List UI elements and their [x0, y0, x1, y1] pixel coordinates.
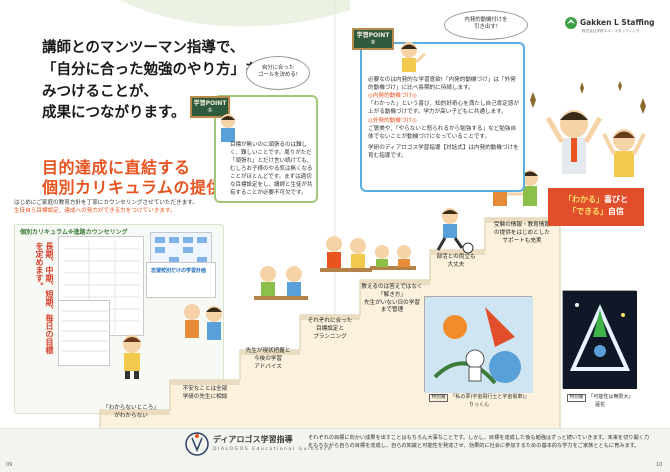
- footer-text: それぞれの目標に向かい成果を出すことはもちろん大事なことです。しかし、目標を達成…: [308, 435, 650, 450]
- step-label: 不安なことは全部 学研の先生に相談: [182, 386, 228, 400]
- artwork-caption: 特別賞「私の夢(宇宙飛行士と宇宙電車)」 りっくん: [420, 394, 538, 409]
- artwork-title: 「可能性は無限大」: [588, 394, 634, 400]
- point-2-text-summary: 学研のディアロゴス学習指導【対話式】は内発的動機づけを育む指導です。: [368, 144, 519, 159]
- step-label: 先生が現状把握と 今後の学習 アドバイス: [245, 348, 291, 370]
- headline-line: 講師とのマンツーマン指導で、: [42, 40, 245, 56]
- footer-brand-name: ディアロゴス学習指導: [213, 435, 293, 444]
- footer-band: [0, 428, 670, 472]
- page-number-right: 10: [656, 462, 663, 468]
- plan-sheet: 志望校別だけの学習計画: [146, 262, 216, 298]
- point-1-text: 目標が無いのに頑張るのは難しく、難しいことです。周りがただ「頑張れ」とだけ言い続…: [230, 142, 313, 196]
- artwork-abstract-image-icon: [563, 291, 637, 389]
- artwork-caption: 特別賞「可能性は無限大」 蓮花: [548, 394, 652, 409]
- headline-line: 成果につながります。: [42, 105, 186, 122]
- section-title-line: 個別カリキュラムの提供: [42, 178, 224, 197]
- point-board-label: 学習POINT: [356, 32, 390, 39]
- point-2-heading-extrinsic: ◎外発的動機づけ◎: [368, 117, 417, 124]
- artwork-author: 蓮花: [594, 402, 605, 409]
- gakken-logo-icon: [565, 17, 577, 29]
- section-body-text: はじめにご家庭の教育方針を丁寧にカウンセリングさせていただきます。: [14, 200, 198, 206]
- soccer-student-icon: [436, 208, 474, 254]
- footer-brand-name-en: DIALOGOS Educational Guidance: [213, 447, 333, 452]
- brand-logo-sub: 株式会社学研エル・スタッフィング: [582, 29, 640, 33]
- teacher-student-icon: [184, 304, 222, 340]
- learning-point-1-board: 学習POINT ①: [190, 96, 230, 118]
- goal-highlight: 「わかる」: [564, 195, 604, 204]
- step-label: 「わからないところ」 がわからない: [103, 405, 159, 419]
- celebrating-people-icon: [545, 110, 646, 177]
- counseling-label: 個別カリキュラム※進路カウンセリング: [20, 229, 128, 236]
- learning-point-2-board: 学習POINT ②: [352, 28, 394, 50]
- confused-student-icon: [123, 335, 141, 379]
- goal-banner: 「わかる」喜びと 「できる」自信: [548, 188, 644, 226]
- goal-text: 喜びと: [604, 195, 628, 204]
- point-board-label: 学習POINT: [193, 100, 227, 107]
- page-number-left: 09: [6, 462, 13, 468]
- artwork-title: 「私の夢(宇宙飛行士と宇宙電車)」: [450, 394, 530, 400]
- point-2-text-intrinsic: 「わかった」という喜び、知的好奇心を満たし自己肯定感が上がる動機づけです。学力が…: [368, 101, 520, 116]
- step-label: 部活との両立も 大丈夫: [436, 254, 476, 268]
- point-2-text: 必要なのは内発的な学習意欲!「内発的動機づけ」は「外発的動機づけ」に比べ長期的に…: [368, 76, 520, 160]
- goal-highlight: 「できる」: [568, 206, 608, 216]
- section-title-line: 目的達成に直結する: [42, 158, 191, 177]
- section-title: 目的達成に直結する 個別カリキュラムの提供: [42, 158, 282, 198]
- teacher-icon: [221, 114, 235, 142]
- headline-line: 「自分に合った勉強のやり方」を: [42, 61, 260, 78]
- section-body: はじめにご家庭の教育方針を丁寧にカウンセリングさせていただきます。 生徒自ら目標…: [14, 199, 244, 215]
- point-2-text-intro: 必要なのは内発的な学習意欲!「内発的動機づけ」は「外発的動機づけ」に比べ長期的に…: [368, 77, 516, 92]
- study-desk-icon: [254, 266, 308, 300]
- step-label: 受験の情報・教育情報 の提供をはじめとした サポートも充実: [494, 222, 550, 244]
- section-body-red: 生徒自ら目標設定、達成への努力ができる力をつけていきます。: [14, 208, 176, 215]
- sparkle-icon: [530, 81, 646, 114]
- artwork-space-dream: [424, 296, 533, 393]
- report-sheet: [58, 300, 110, 366]
- artwork-award-tag: 特別賞: [566, 394, 587, 403]
- headline: 講師とのマンツーマン指導で、 「自分に合った勉強のやり方」を みつけることが、 …: [42, 38, 262, 125]
- leaf-decoration-icon: [120, 0, 350, 27]
- headline-line: みつけることが、: [42, 83, 158, 100]
- point-2-heading-intrinsic: ◎内発的動機づけ◎: [368, 93, 417, 100]
- point-1-speech-bubble: 自分に合った ゴールを決める!: [246, 56, 310, 90]
- point-board-number: ②: [370, 39, 376, 46]
- lesson-icon: [370, 245, 416, 270]
- page-spine: [334, 0, 336, 472]
- brand-logo: Gakken L Staffing: [580, 18, 655, 27]
- dialogos-logo-icon: [185, 432, 209, 456]
- goal-text: 自信: [607, 206, 624, 216]
- artwork-author: りっくん: [468, 402, 489, 409]
- learning-point-1-box: [214, 95, 318, 203]
- point-2-text-extrinsic: ご褒美や、「やらないと怒られるから勉強する」など勉強自体でないことが動機づけにな…: [368, 125, 517, 140]
- artwork-award-tag: 特別賞: [428, 394, 449, 403]
- counseling-vertical-text: 長期、中期、短期、毎日の目標を定めます。: [35, 242, 54, 354]
- planning-icon: [320, 236, 372, 272]
- plan-sheet-label: 志望校別だけの学習計画: [151, 268, 207, 274]
- step-label: 教えるのは答えではなく 「解き方」 先生がいない日の学習 まで管理: [361, 284, 423, 314]
- point-2-speech-bubble: 内発的動機付けを 引き出す!: [444, 10, 528, 40]
- step-label: それぞれに合った 目標設定と プランニング: [307, 318, 353, 340]
- learning-point-2-box: [360, 42, 525, 192]
- artwork-space-image-icon: [425, 297, 533, 393]
- point-board-number: ①: [207, 107, 213, 114]
- artwork-infinite-possibility: [562, 290, 637, 389]
- teacher-pointing-icon: [401, 42, 426, 72]
